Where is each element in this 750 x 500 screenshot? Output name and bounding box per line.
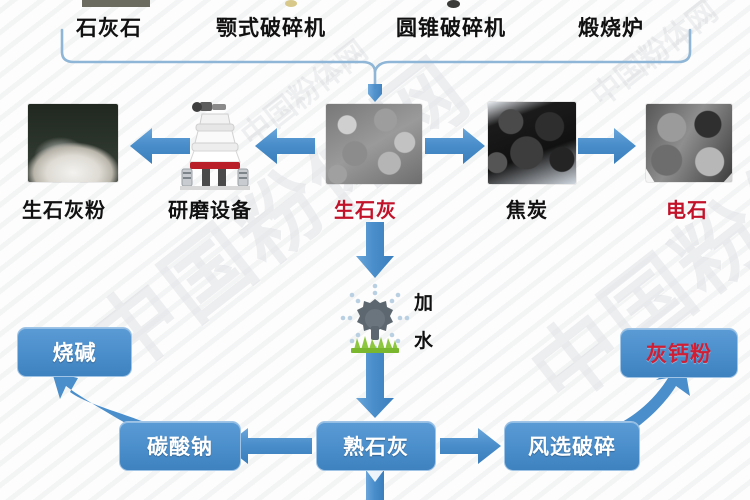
grinding-machine-icon bbox=[172, 98, 258, 190]
node-caustic-soda-label: 烧碱 bbox=[52, 341, 97, 365]
caption-grinding-equipment: 研磨设备 bbox=[168, 198, 252, 222]
arrow-slakedlime-down bbox=[366, 470, 384, 500]
node-slaked-lime[interactable]: 熟石灰 bbox=[316, 421, 436, 471]
photo-coke bbox=[488, 102, 576, 184]
arrow-quicklime-to-water bbox=[356, 222, 394, 278]
caption-quicklime: 生石灰 bbox=[334, 198, 397, 222]
photo-calcium-carbide bbox=[646, 104, 732, 182]
arrow-coke-to-carbide bbox=[578, 128, 636, 164]
water-label-line2: 水 bbox=[414, 330, 434, 352]
node-air-separation-crushing-label: 风选破碎 bbox=[528, 435, 616, 459]
node-grey-calcium-powder[interactable]: 灰钙粉 bbox=[620, 328, 738, 378]
top-label-limestone: 石灰石 bbox=[76, 16, 142, 40]
top-label-cone-crusher: 圆锥破碎机 bbox=[396, 16, 506, 40]
caption-lime-powder: 生石灰粉 bbox=[22, 198, 106, 222]
top-label-calcining-kiln: 煅烧炉 bbox=[578, 16, 644, 40]
cropped-image-remnant-1 bbox=[82, 0, 150, 7]
node-sodium-carbonate[interactable]: 碳酸钠 bbox=[119, 421, 241, 471]
cropped-image-remnant-2 bbox=[285, 0, 297, 7]
caption-calcium-carbide: 电石 bbox=[666, 198, 708, 222]
cropped-image-remnant-3 bbox=[447, 0, 460, 8]
photo-quicklime bbox=[326, 104, 422, 184]
arrow-quicklime-to-coke bbox=[425, 128, 485, 164]
arrow-brace-to-quicklime bbox=[368, 84, 382, 102]
photo-lime-powder bbox=[28, 104, 118, 182]
node-air-separation-crushing[interactable]: 风选破碎 bbox=[504, 421, 640, 471]
arrow-slakedlime-to-airsep bbox=[440, 428, 501, 464]
water-label-line1: 加 bbox=[414, 292, 434, 314]
node-sodium-carbonate-label: 碳酸钠 bbox=[147, 435, 213, 459]
caption-coke: 焦炭 bbox=[506, 198, 548, 222]
water-sprinkler-icon bbox=[338, 282, 412, 356]
arrow-quicklime-to-grinder bbox=[255, 128, 315, 164]
node-caustic-soda[interactable]: 烧碱 bbox=[17, 327, 132, 377]
node-slaked-lime-label: 熟石灰 bbox=[343, 435, 409, 459]
top-label-jaw-crusher: 颚式破碎机 bbox=[216, 16, 326, 40]
node-grey-calcium-powder-label: 灰钙粉 bbox=[646, 342, 712, 366]
arrow-water-to-slakedlime bbox=[356, 350, 394, 418]
